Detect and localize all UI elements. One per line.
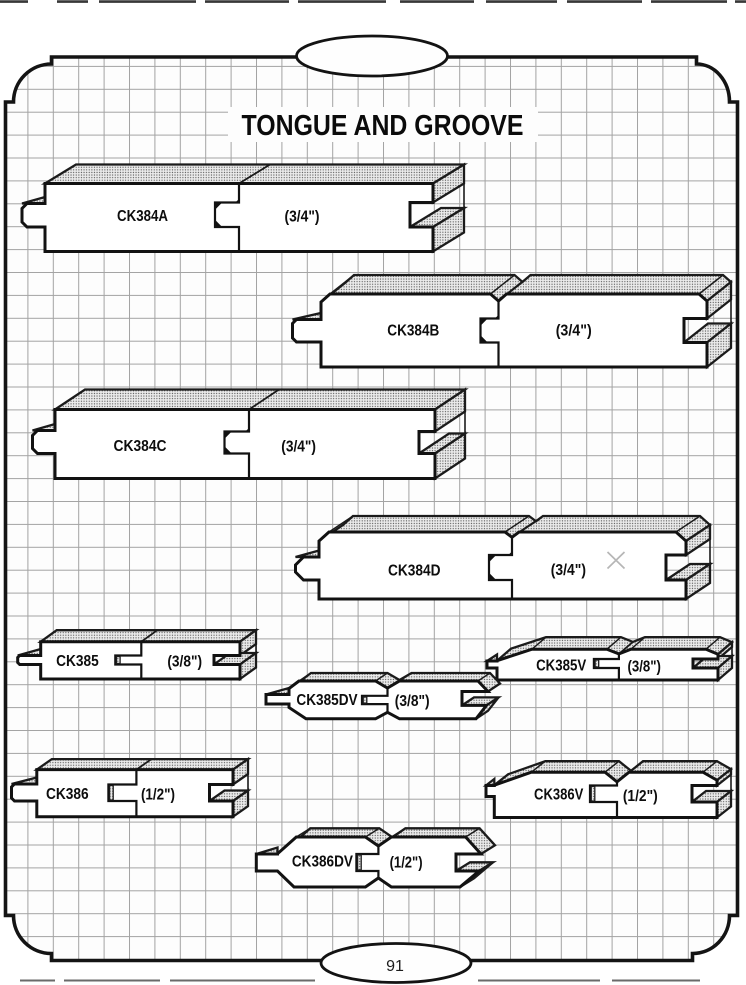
profile-code-label: CK384A [117,208,168,225]
joint-chamfer-mark [216,220,222,226]
profile-code-label: CK385 [56,653,99,670]
joint-chamfer-mark [225,432,231,438]
joint-seam-and-groove [360,688,389,713]
pencil-x-mark [606,551,626,570]
joint-groove-gap-strip [108,784,114,801]
top-edge-ridge [477,672,491,682]
top-edge-ridge [698,274,724,295]
profile-diagram-ck385dv: CK385DV (3/8") [264,671,503,721]
joint-seam-and-groove [592,653,620,680]
profile-size-label: (3/8") [395,693,430,710]
top-edge-ridge [705,636,721,650]
board-front-face [16,640,242,681]
board-front-face [291,292,709,369]
joint-chamfer-mark [225,447,231,453]
profile-diagram-ck385: CK385 (3/8") [16,627,260,682]
board-front-face [254,835,485,889]
profile-code-label: CK386DV [292,853,354,870]
board-front-face [264,679,492,721]
top-edge-ridge [606,636,622,650]
top-edge-ridge [628,760,644,773]
board-front-face [20,182,435,253]
profile-diagram-ck384b: CK384B (3/4") [291,273,735,370]
top-tab-ellipse [295,34,449,78]
joint-seam-and-groove [223,409,251,479]
title-background [228,107,538,142]
top-joint-seam [238,163,271,185]
top-edge-ridge [328,515,354,533]
page-number-ellipse [319,942,473,984]
profile-diagram-ck386: CK386 (1/2") [10,756,252,819]
joint-seam-and-groove [588,781,619,818]
profile-code-label: CK385V [536,658,587,675]
board-front-face [10,768,235,819]
page-title: TONGUE AND GROOVE [242,110,524,142]
profile-size-label: (3/8") [167,654,202,671]
profile-code-label: CK384C [114,438,167,455]
top-edge-ridge [504,515,530,533]
profile-diagram-ck384d: CK384D (3/4") [294,514,714,602]
joint-chamfer-mark [244,427,250,432]
profile-code-label: CK385DV [296,692,358,709]
top-joint-seam [248,388,280,411]
joint-chamfer-mark [481,319,487,325]
top-joint-seam [135,758,152,771]
joint-groove-gap-strip [115,655,121,665]
profile-size-label: (3/4") [551,562,586,579]
joint-chamfer-mark [216,203,222,209]
profile-size-label: (1/2") [141,787,175,804]
profile-size-label: (3/4") [281,438,316,455]
joint-chamfer-mark [490,556,496,562]
profile-size-label: (3/8") [627,658,661,675]
board-front-face [484,770,719,819]
profile-diagram-ck384a: CK384A (3/4") [20,162,469,254]
board-front-face [31,408,437,480]
joint-groove-gap-strip [362,696,368,704]
page-number: 91 [386,958,404,975]
joint-chamfer-mark [234,198,240,203]
joint-chamfer-mark [481,336,487,342]
board-top-face [51,388,469,411]
profile-diagram-ck385v: CK385V (3/8") [483,636,736,683]
joint-chamfer-mark [507,550,513,556]
joint-seam-and-groove [355,846,380,878]
joint-seam-and-groove [114,641,143,679]
profile-code-label: CK386V [534,786,584,803]
profile-code-label: CK384D [388,563,441,580]
joint-seam-and-groove [107,769,138,817]
top-edge-ridge [490,274,515,295]
profile-code-label: CK384B [387,323,439,340]
top-edge-ridge [530,760,546,773]
top-edge-ridge [531,636,547,650]
joint-groove-gap-strip [594,659,600,668]
joint-groove-gap-strip [356,854,362,871]
top-edge-ridge [329,274,355,295]
joint-groove-gap-strip [590,785,596,802]
profile-diagram-ck384c: CK384C (3/4") [31,387,469,481]
board-front-face [294,530,688,601]
top-edge-ridge [630,636,646,650]
top-joint-seam [140,629,158,643]
top-edge-ridge [365,827,380,838]
profile-code-label: CK386 [46,786,89,803]
top-edge-ridge [465,827,480,838]
joint-chamfer-mark [494,314,500,319]
board-front-face [485,647,720,682]
profile-size-label: (3/4") [285,208,320,225]
top-edge-ridge [702,760,718,773]
profile-size-label: (1/2") [390,854,423,871]
top-edge-ridge [675,515,701,533]
joint-chamfer-mark [490,573,496,579]
profile-size-label: (3/4") [556,322,592,339]
top-edge-ridge [604,760,620,773]
profile-diagram-ck386dv: CK386DV (1/2") [254,827,498,889]
top-edge-ridge [375,672,388,682]
profile-size-label: (1/2") [623,788,658,805]
profile-diagram-ck386v: CK386V (1/2") [482,760,735,820]
